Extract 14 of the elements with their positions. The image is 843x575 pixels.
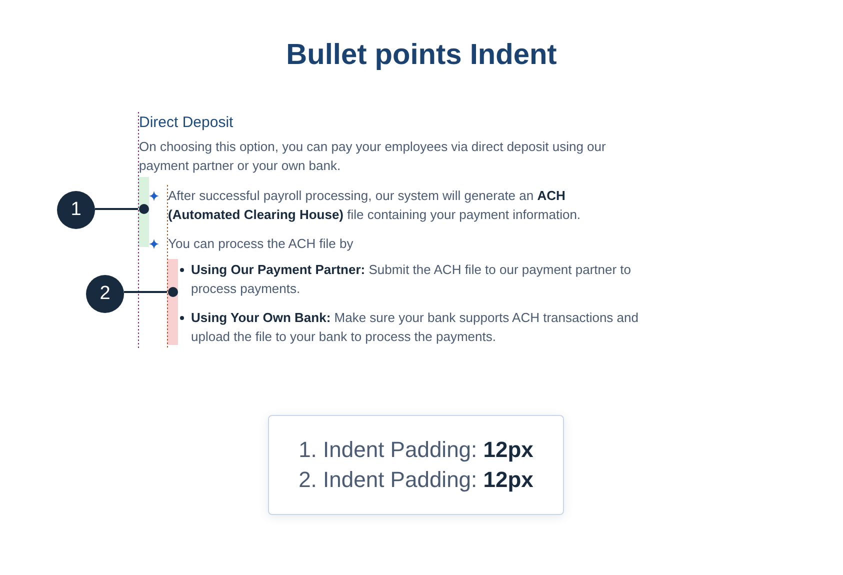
bullet-text: Using Our Payment Partner: Submit the ACH file to our payment partner to process payments. xyxy=(191,262,632,296)
note-card xyxy=(268,415,564,515)
indent-note: 1. Indent Padding: 12px xyxy=(298,436,534,464)
section-heading: Direct Deposit xyxy=(139,114,234,131)
indent-note: 2. Indent Padding: 12px xyxy=(298,466,534,494)
callout-number: 2 xyxy=(86,275,124,313)
bullet-text: Using Your Own Bank: Make sure your bank supports ACH transactions and upload the file to your bank to process the payments. xyxy=(191,310,638,344)
description-text: On choosing this option, you can pay your employees via direct deposit using our payment partner or your own bank. xyxy=(139,139,606,173)
bullet-text: After successful payroll processing, our system will generate an ACH (Automated Clearing House) file containing your payment information. xyxy=(168,188,581,222)
bullet-text: You can process the ACH file by xyxy=(168,236,354,251)
diagram-title: Bullet points Indent xyxy=(286,39,557,72)
leader-line xyxy=(95,204,149,214)
leader-line xyxy=(124,287,178,297)
callout-number: 1 xyxy=(57,191,95,229)
